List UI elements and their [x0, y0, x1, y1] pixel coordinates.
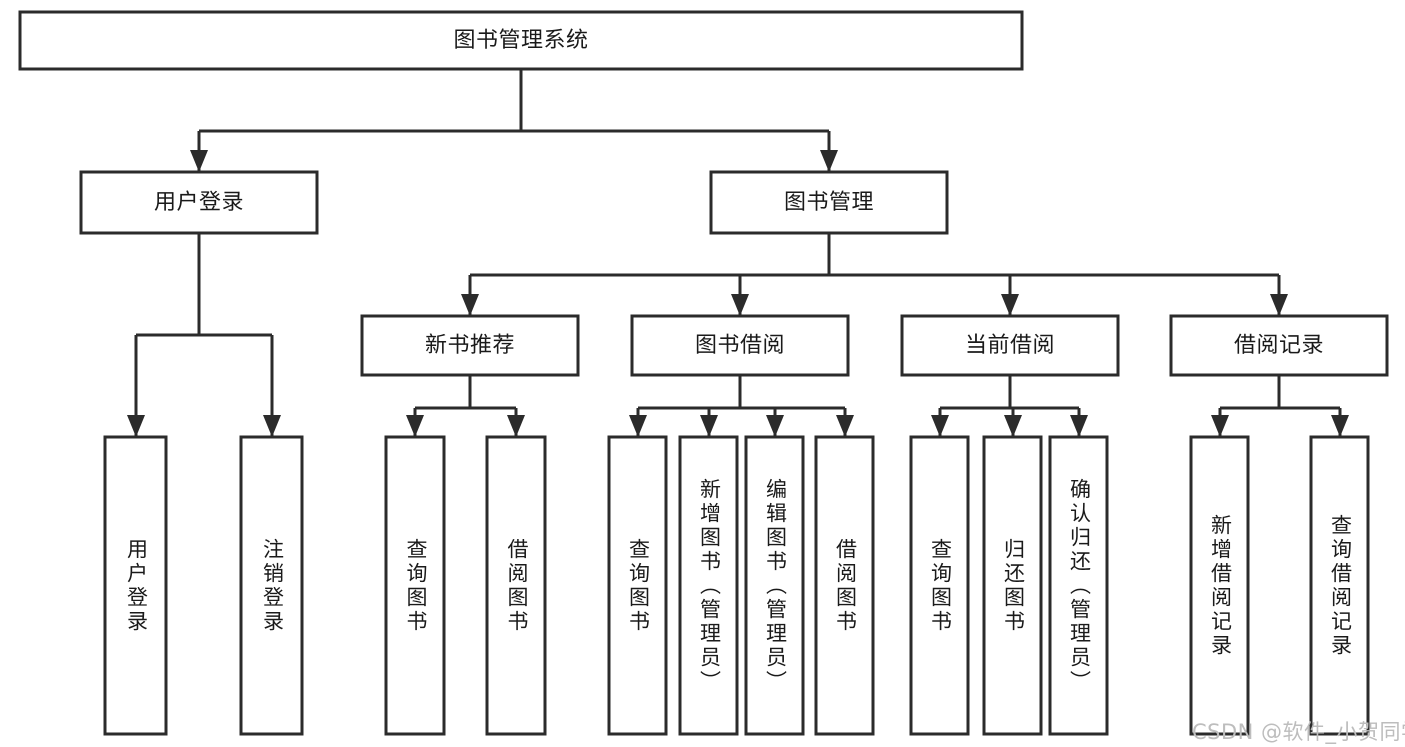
node-box-leaf_9	[982, 435, 1043, 736]
node-box-leaf_0	[103, 435, 168, 736]
node-box-leaf_6	[744, 435, 805, 736]
node-box-leaf_2	[384, 435, 446, 736]
arrow-head-icon	[190, 150, 208, 172]
arrow-head-icon	[931, 415, 949, 437]
arrow-head-icon	[127, 415, 145, 437]
arrow-head-icon	[1270, 294, 1288, 316]
node-box-root	[18, 10, 1024, 71]
arrow-head-icon	[263, 415, 281, 437]
arrow-head-icon	[1070, 415, 1088, 437]
arrow-head-icon	[731, 294, 749, 316]
arrow-head-icon	[700, 415, 718, 437]
node-box-layer	[18, 10, 1389, 736]
node-box-l3_1	[630, 314, 850, 377]
node-box-leaf_3	[485, 435, 547, 736]
node-box-leaf_12	[1309, 435, 1370, 736]
connector-layer	[127, 69, 1349, 437]
node-box-leaf_1	[239, 435, 304, 736]
arrow-head-icon	[820, 150, 838, 172]
arrow-head-icon	[507, 415, 525, 437]
node-box-l2_1	[709, 170, 949, 235]
arrow-head-icon	[629, 415, 647, 437]
node-box-leaf_11	[1189, 435, 1250, 736]
arrow-head-icon	[1331, 415, 1349, 437]
node-box-leaf_7	[814, 435, 875, 736]
arrow-head-icon	[836, 415, 854, 437]
arrow-head-icon	[461, 294, 479, 316]
arrow-head-icon	[1001, 294, 1019, 316]
node-box-l3_3	[1169, 314, 1389, 377]
node-box-l3_2	[900, 314, 1120, 377]
node-box-l2_0	[79, 170, 319, 235]
node-box-leaf_5	[678, 435, 739, 736]
node-box-l3_0	[360, 314, 580, 377]
node-box-leaf_8	[909, 435, 970, 736]
arrow-head-icon	[1004, 415, 1022, 437]
node-box-leaf_10	[1048, 435, 1109, 736]
node-box-leaf_4	[607, 435, 668, 736]
arrow-head-icon	[406, 415, 424, 437]
arrow-head-icon	[766, 415, 784, 437]
arrow-head-icon	[1211, 415, 1229, 437]
